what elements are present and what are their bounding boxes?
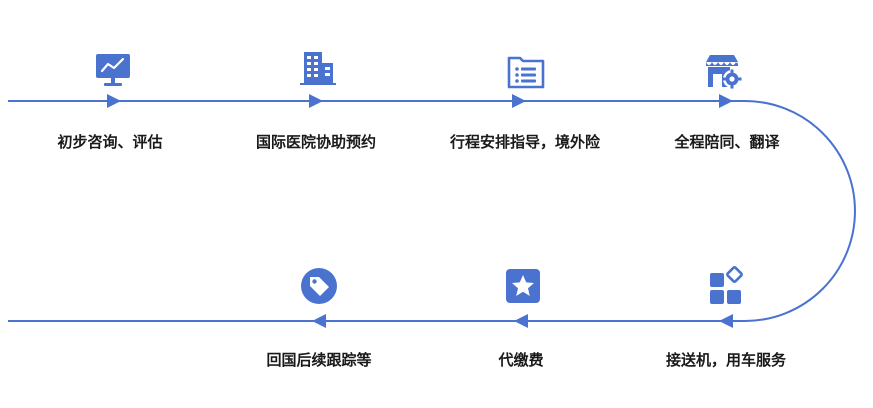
flow-line	[8, 100, 856, 322]
step-label-1: 初步咨询、评估	[57, 133, 163, 151]
arrow-marker-2	[309, 94, 323, 108]
step-label-5: 接送机，用车服务	[665, 351, 786, 369]
tag-icon	[299, 266, 339, 306]
step-label-6: 代缴费	[498, 351, 544, 369]
buildings-icon	[298, 48, 338, 88]
store-gear-icon	[702, 52, 742, 92]
step-label-7: 回国后续跟踪等	[266, 351, 372, 369]
step-label-4: 全程陪同、翻译	[674, 133, 780, 151]
step-label-2: 国际医院协助预约	[255, 133, 376, 151]
document-list-icon	[506, 52, 546, 92]
apps-grid-icon	[707, 266, 747, 306]
arrow-marker-4	[719, 94, 733, 108]
star-badge-icon	[503, 266, 543, 306]
monitor-chart-icon	[93, 50, 133, 90]
arrow-marker-7	[312, 314, 326, 328]
arrow-marker-6	[514, 314, 528, 328]
arrow-marker-3	[512, 94, 526, 108]
arrow-marker-5	[719, 314, 733, 328]
step-label-3: 行程安排指导，境外险	[449, 133, 600, 151]
arrow-marker-1	[107, 94, 121, 108]
